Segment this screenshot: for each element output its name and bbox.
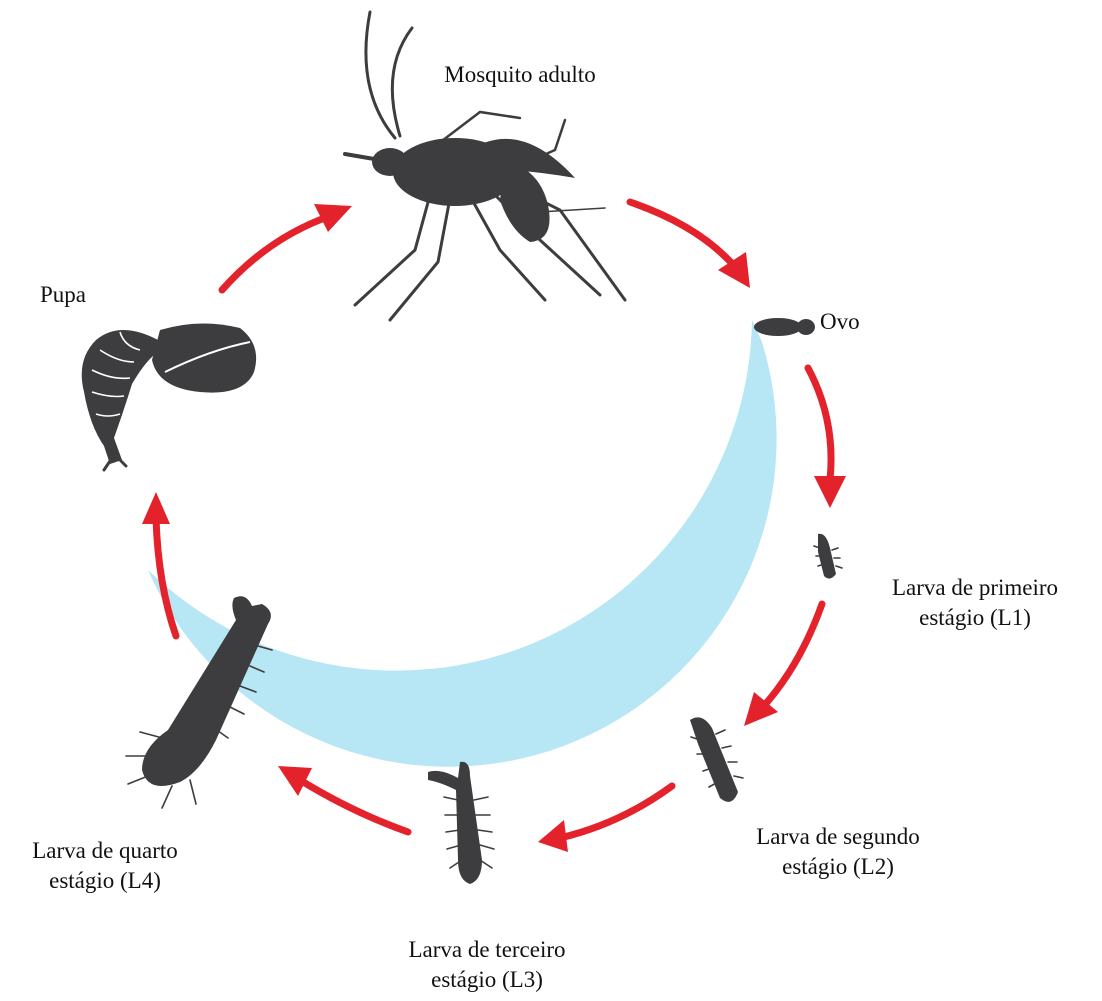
pupa-label-text: Pupa [40, 280, 150, 310]
l1-larva-label: Larva de primeiro estágio (L1) [860, 573, 1090, 633]
cycle-arrow-icon [538, 820, 568, 852]
egg-icon [754, 318, 815, 336]
l4-label-line2: estágio (L4) [0, 866, 210, 896]
cycle-arrow-icon [762, 604, 822, 708]
cycle-arrow-icon [222, 216, 330, 290]
larva-icon [428, 762, 494, 884]
l1-label-line1: Larva de primeiro [860, 573, 1090, 603]
l3-label-line2: estágio (L3) [357, 965, 617, 995]
cycle-arrow-icon [300, 780, 408, 832]
l3-label-line1: Larva de terceiro [357, 935, 617, 965]
l3-larva-label: Larva de terceiro estágio (L3) [357, 935, 617, 995]
egg-label-text: Ovo [820, 307, 910, 337]
l2-larva-label: Larva de segundo estágio (L2) [718, 822, 958, 882]
cycle-arrow-icon [814, 476, 846, 508]
mosquito-icon [345, 12, 625, 320]
l4-larva-label: Larva de quarto estágio (L4) [0, 836, 210, 896]
l2-label-line2: estágio (L2) [718, 852, 958, 882]
egg-label: Ovo [820, 307, 910, 337]
l4-label-line1: Larva de quarto [0, 836, 210, 866]
cycle-arrow-icon [142, 492, 170, 524]
l1-label-line2: estágio (L1) [860, 603, 1090, 633]
cycle-arrow-icon [560, 786, 672, 838]
cycle-arrow-icon [156, 518, 176, 636]
cycle-arrow-icon [808, 368, 831, 480]
larva-icon [814, 534, 842, 579]
adult-mosquito-label-text: Mosquito adulto [380, 60, 660, 90]
pupa-icon [82, 323, 256, 470]
water-band [148, 320, 777, 767]
cycle-arrow-icon [630, 202, 736, 268]
larva-icon [690, 717, 743, 802]
adult-mosquito-label: Mosquito adulto [380, 60, 660, 90]
l2-label-line1: Larva de segundo [718, 822, 958, 852]
pupa-label: Pupa [40, 280, 150, 310]
